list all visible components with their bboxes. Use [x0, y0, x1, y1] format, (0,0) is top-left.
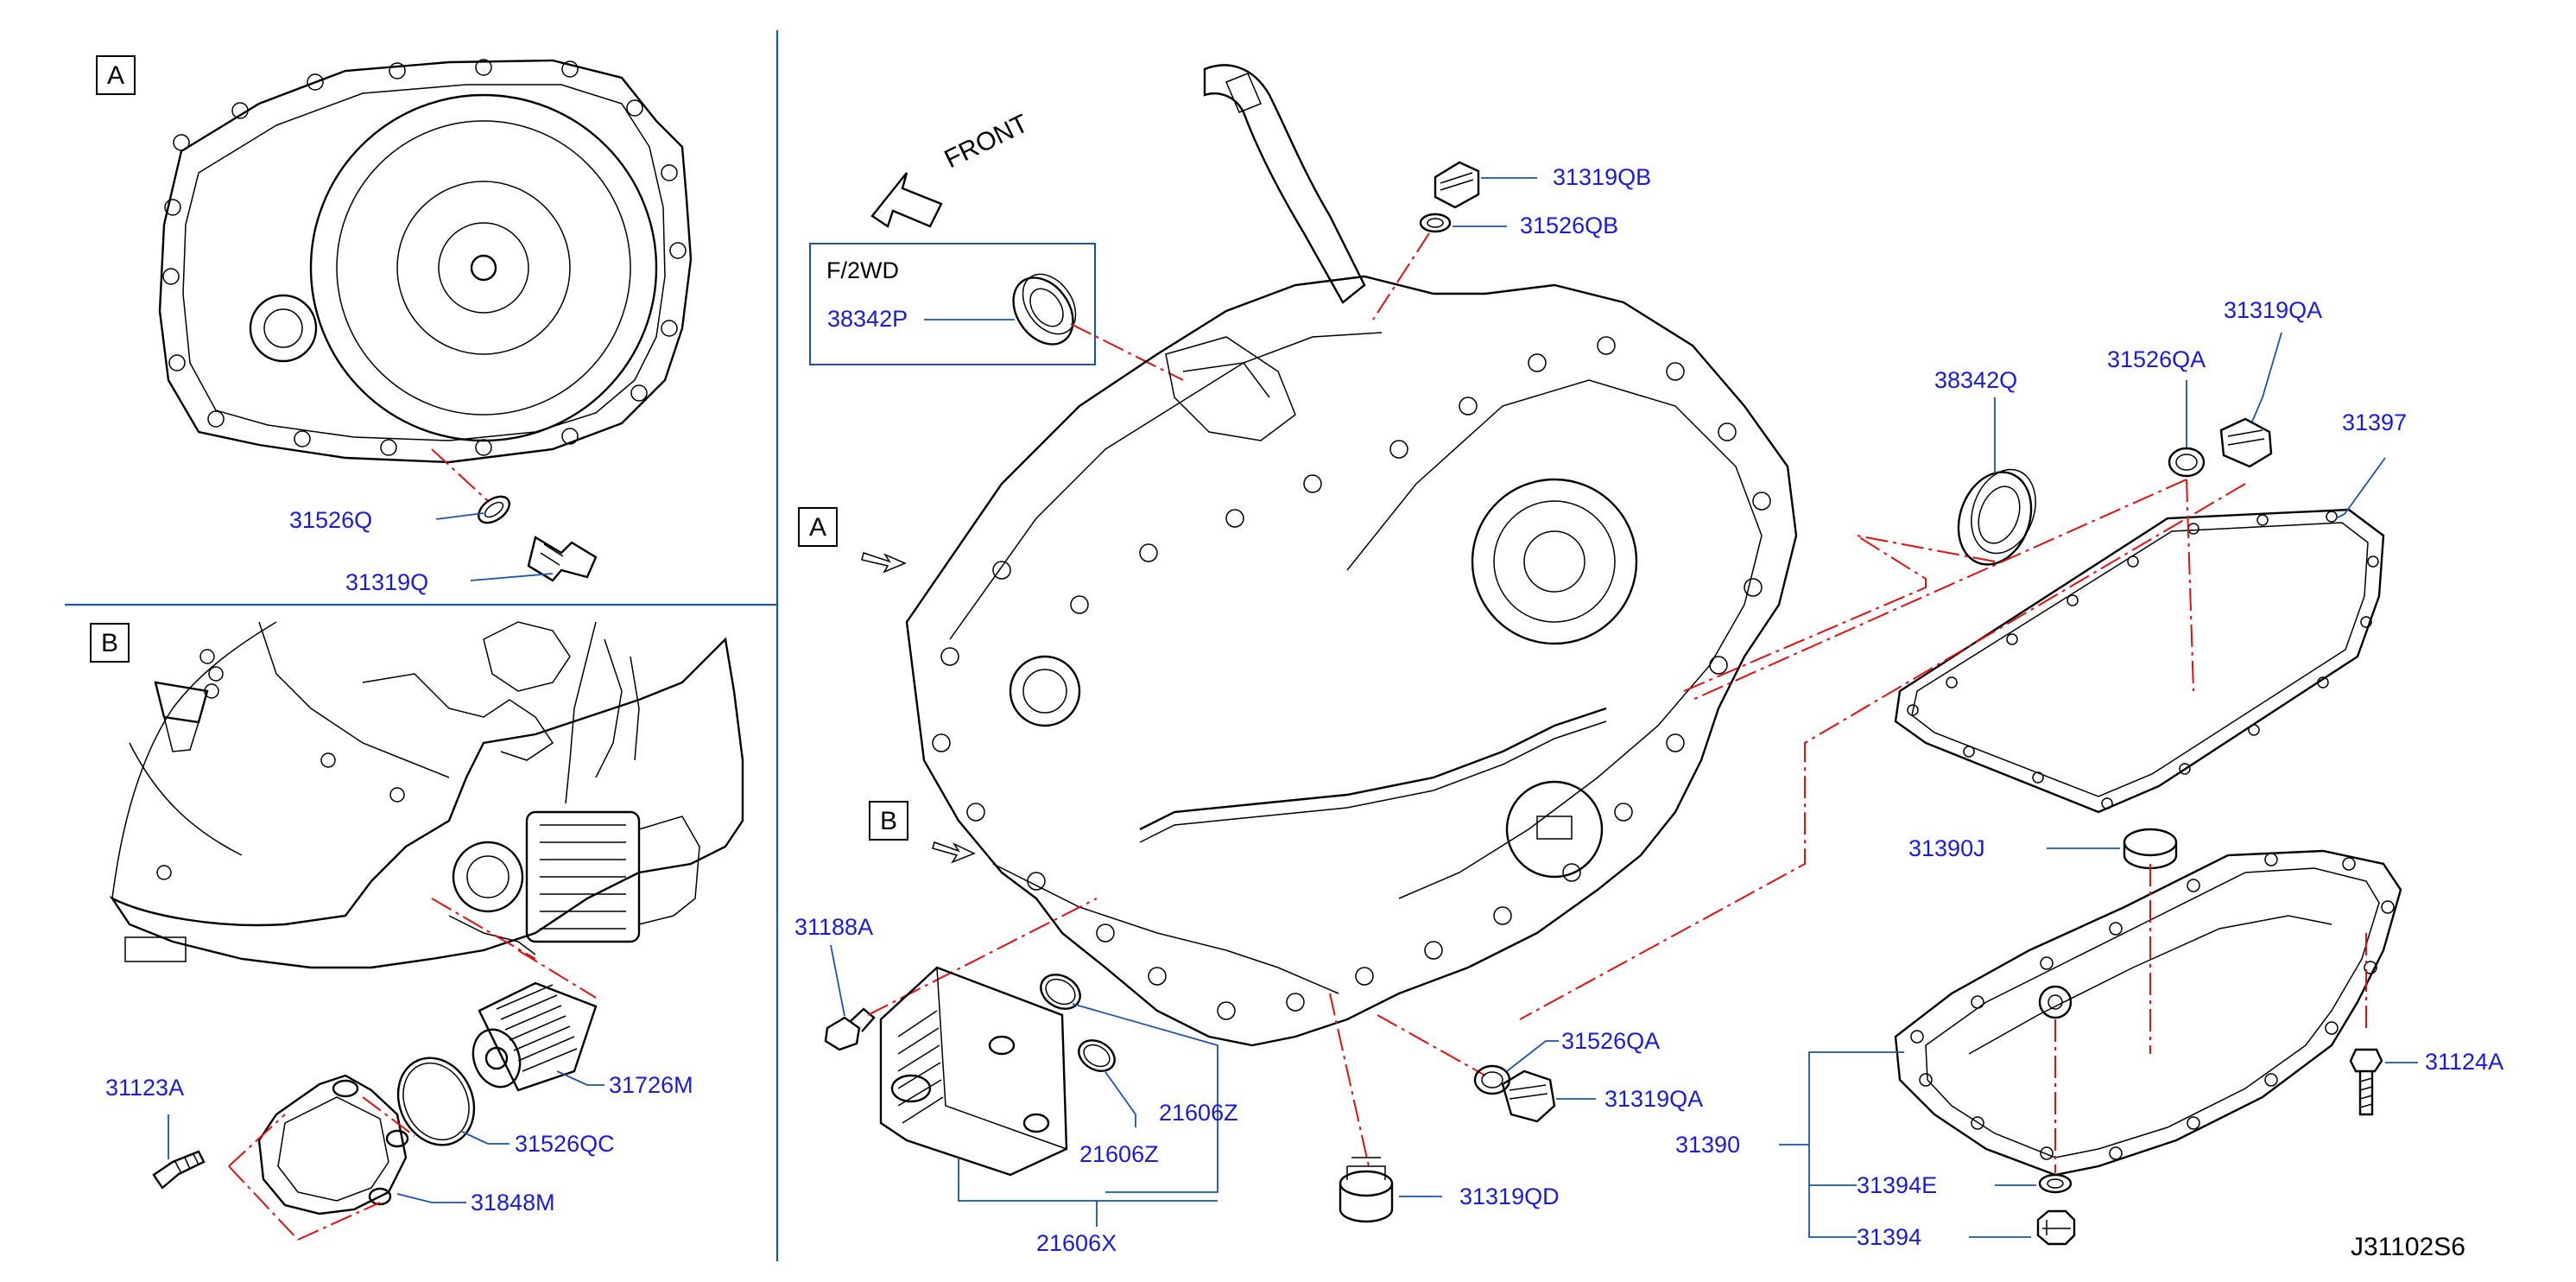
- callout-a-arrow-icon: [861, 552, 907, 574]
- phantom-line-b2: [517, 949, 597, 999]
- gasket-31397: [1894, 508, 2385, 814]
- leader-31526QC: [461, 1131, 489, 1145]
- oil-cooler-21606X: [879, 966, 1068, 1177]
- phantom-line-31319QD: [1329, 993, 1370, 1167]
- label-31394: 31394: [1857, 1224, 1921, 1250]
- leader-21606Z-a: [1072, 1003, 1218, 1193]
- leader-31319Q: [470, 573, 554, 581]
- label-31397: 31397: [2342, 409, 2407, 435]
- label-38342P: 38342P: [827, 306, 908, 332]
- bolt-31124A: [2349, 1048, 2383, 1116]
- label-31526QC: 31526QC: [515, 1131, 615, 1157]
- label-31319QB: 31319QB: [1553, 164, 1651, 190]
- oring-21606Z-a: [1040, 974, 1081, 1010]
- oil-pan-31390: [1894, 849, 2402, 1177]
- washer-31526Q: [478, 495, 510, 524]
- section-b-box: [90, 623, 130, 663]
- bolt-31188A: [824, 1007, 876, 1051]
- transaxle-side-illustration: [109, 621, 744, 969]
- plug-31394: [2036, 1209, 2076, 1246]
- callout-b: B: [869, 801, 976, 864]
- phantom-line-38342P: [1070, 323, 1184, 381]
- label-31526QA-bot: 31526QA: [1561, 1028, 1660, 1054]
- washer-31526QB: [1419, 213, 1452, 233]
- oring-31526QC: [396, 1057, 476, 1146]
- panel-a: A: [96, 55, 693, 595]
- plug-31319QB: [1434, 161, 1480, 209]
- variant-box-frame: [809, 243, 1096, 365]
- phantom-line-31526QA-bot: [1377, 1014, 1486, 1076]
- cover-31848M: [257, 1074, 409, 1215]
- washer-31526QA-top: [2168, 447, 2206, 478]
- phantom-lines-31848M: [228, 1096, 415, 1241]
- callout-a-label: A: [809, 513, 826, 542]
- label-21606Z-a: 21606Z: [1159, 1100, 1238, 1126]
- label-21606Z-b: 21606Z: [1079, 1141, 1159, 1167]
- bracket-31390: [1808, 1051, 1904, 1238]
- washer-31394E: [2038, 1173, 2073, 1194]
- bracket-21606X: [958, 1158, 1218, 1202]
- converter-housing-illustration: [158, 59, 693, 464]
- label-31188A: 31188A: [794, 914, 873, 940]
- label-38342Q: 38342Q: [1934, 367, 2017, 393]
- label-31319QA-bot: 31319QA: [1604, 1086, 1703, 1112]
- phantom-lines-pan: [1519, 479, 2246, 1020]
- label-31319Q: 31319Q: [345, 569, 428, 595]
- label-31848M: 31848M: [471, 1190, 555, 1215]
- front-indicator: FRONT: [870, 109, 1033, 228]
- phantom-line-31526QB: [1372, 232, 1430, 320]
- bolt-31123A: [152, 1150, 206, 1190]
- leader-31848M: [396, 1193, 433, 1203]
- front-label: FRONT: [940, 109, 1033, 174]
- plug-31319Q: [527, 536, 598, 582]
- filter-31726M: [472, 981, 598, 1092]
- section-b-label: B: [101, 629, 118, 657]
- callout-b-arrow-icon: [932, 841, 976, 864]
- leader-21606Z-b: [1103, 1069, 1136, 1127]
- oring-21606Z-b: [1078, 1039, 1116, 1072]
- label-31319QD: 31319QD: [1459, 1184, 1560, 1209]
- label-31123A: 31123A: [105, 1075, 184, 1101]
- leader-31319QA-top: [2251, 332, 2282, 422]
- front-arrow-icon: [870, 172, 943, 228]
- seal-38342Q: [1957, 468, 2036, 566]
- label-31526QB: 31526QB: [1520, 213, 1618, 238]
- plug-31319QA-bot: [1501, 1069, 1556, 1123]
- label-31319QA-top: 31319QA: [2224, 297, 2322, 323]
- callout-a: A: [798, 507, 907, 574]
- seal-38342P: [1012, 273, 1077, 346]
- phantom-line-31188A: [867, 898, 1098, 1016]
- phantom-line-a: [431, 448, 489, 502]
- variant-box-title: F/2WD: [826, 257, 899, 283]
- washer-31390J: [2123, 828, 2178, 870]
- leader-31526QA-bot: [1506, 1040, 1559, 1072]
- label-31390: 31390: [1675, 1132, 1740, 1158]
- label-31526Q: 31526Q: [289, 507, 372, 533]
- label-31726M: 31726M: [609, 1072, 693, 1098]
- label-31124A: 31124A: [2425, 1049, 2503, 1075]
- leader-31526Q: [435, 512, 484, 520]
- transaxle-case-illustration: [905, 64, 1798, 1047]
- panel-b: B: [90, 621, 744, 1241]
- label-21606X: 21606X: [1036, 1230, 1117, 1256]
- leader-31726M-a: [556, 1070, 588, 1086]
- section-a-box: [96, 55, 136, 95]
- leader-31397: [2335, 457, 2386, 519]
- leader-31188A: [830, 944, 845, 1017]
- callout-b-label: B: [880, 807, 897, 835]
- plug-31319QD: [1339, 1157, 1394, 1223]
- variant-box: F/2WD 38342P: [809, 243, 1096, 365]
- label-31394E: 31394E: [1857, 1172, 1937, 1198]
- label-31390J: 31390J: [1908, 835, 1985, 861]
- section-a-label: A: [107, 61, 124, 90]
- label-31526QA-top: 31526QA: [2107, 346, 2206, 372]
- plug-31319QA-top: [2219, 417, 2273, 468]
- diagram-code: J31102S6: [2351, 1233, 2465, 1261]
- phantom-line-b1: [431, 898, 536, 960]
